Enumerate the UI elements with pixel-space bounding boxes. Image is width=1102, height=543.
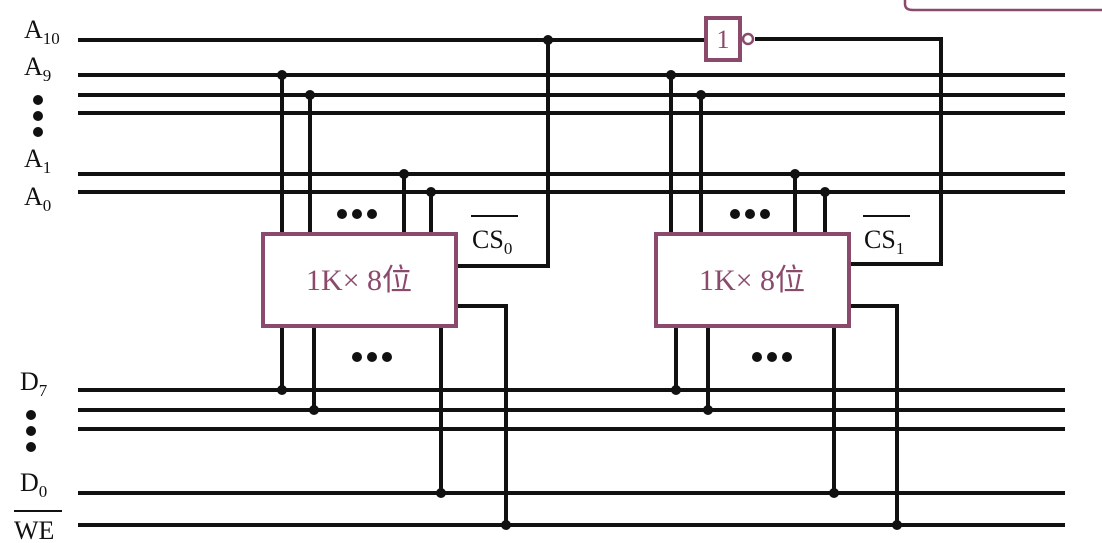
ellipsis-dots-icon [337,209,377,219]
a9-label: A9 [24,52,51,85]
cs0-label-main: CS [472,225,504,254]
cs1-label: CS1 [863,215,910,258]
overlay-box-corner [903,0,1102,12]
junction-dot [703,405,713,415]
chip1-we-wire [850,304,899,525]
memory-chip-0: 1K× 8位 [261,232,458,328]
junction-dot [790,169,800,179]
junction-dot [696,90,706,100]
cs0-wire [457,40,550,268]
cs0-label: CS0 [471,215,518,258]
junction-dot [543,35,553,45]
svg-text:CS1: CS1 [864,225,904,258]
junction-dot [829,488,839,498]
junction-dot [305,90,315,100]
chip-1-label: 1K× 8位 [699,264,805,297]
junction-dot [277,70,287,80]
not-gate-label: 1 [717,25,730,54]
svg-text:CS0: CS0 [472,225,512,258]
a1-label: A1 [24,144,51,177]
we-label: WE [14,516,54,543]
ellipsis-dots-icon [352,352,392,362]
junction-dot [671,385,681,395]
memory-chip-1: 1K× 8位 [654,232,851,328]
cs1-label-main: CS [864,225,896,254]
chip0-we-wire [457,304,508,525]
d0-label: D0 [20,468,47,501]
cs1-wire [755,37,943,266]
junction-dot [501,520,511,530]
junction-dot [666,70,676,80]
junction-dot [436,488,446,498]
vertical-ellipsis-icon [33,95,43,137]
a0-label: A0 [24,182,51,215]
junction-dot [820,187,830,197]
junction-dot [309,405,319,415]
junction-dot [399,169,409,179]
a10-label: A10 [24,15,60,48]
ellipsis-dots-icon [730,209,770,219]
inverter-bubble-icon [741,32,755,46]
junction-dot [892,520,902,530]
cs0-label-sub: 0 [504,239,513,258]
d7-label: D7 [20,367,48,400]
chip-0-label: 1K× 8位 [306,264,412,297]
cs1-label-sub: 1 [896,239,905,258]
vertical-ellipsis-icon [26,410,36,452]
not-gate: 1 [704,16,755,62]
junction-dot [426,187,436,197]
junction-dot [277,385,287,395]
junction-dots [277,35,902,530]
ellipsis-dots-icon [752,352,792,362]
